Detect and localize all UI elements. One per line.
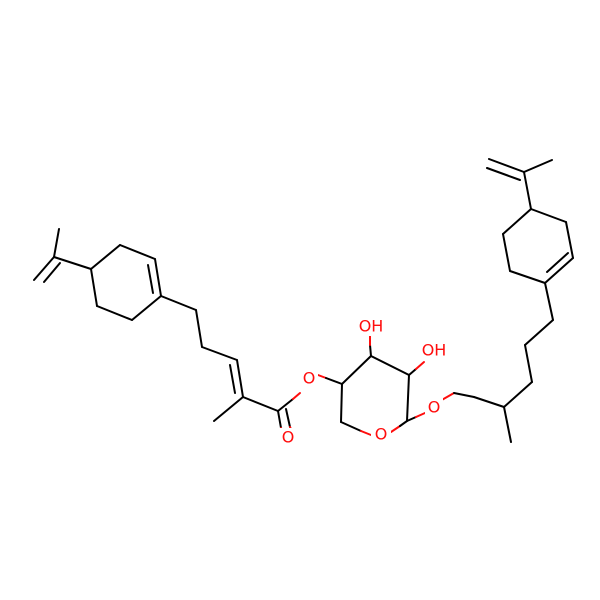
bond: [565, 221, 574, 259]
bond: [160, 295, 197, 311]
bond: [390, 425, 401, 433]
bond: [340, 383, 343, 423]
bond: [43, 262, 61, 283]
bond: [503, 381, 533, 408]
label-background: [279, 428, 297, 446]
bond: [147, 264, 154, 294]
bond: [236, 359, 244, 398]
bond: [406, 374, 410, 422]
bond: [546, 252, 569, 273]
bond: [486, 167, 521, 181]
bond: [285, 408, 291, 428]
label-background: [300, 369, 318, 387]
bond: [415, 361, 425, 370]
bond: [502, 208, 532, 235]
bond: [292, 392, 301, 400]
left-chain: [160, 295, 279, 422]
bond: [523, 171, 532, 210]
bond: [360, 430, 372, 436]
bond: [406, 416, 417, 422]
left-isopropenyl: [33, 228, 92, 283]
bond: [399, 420, 408, 427]
bond: [415, 412, 426, 418]
bond: [201, 346, 238, 361]
right-isopropenyl: [486, 158, 553, 210]
bond: [96, 305, 133, 321]
bond: [524, 344, 533, 383]
label-background: [358, 316, 386, 336]
left-cyclohexene-ring: [90, 244, 162, 321]
bond: [370, 355, 410, 376]
carbonyl-oxygen-label: O: [282, 428, 295, 447]
right-chain: [406, 282, 554, 443]
bond: [53, 256, 92, 270]
bond: [340, 421, 362, 432]
label-background: [420, 340, 450, 360]
bond: [90, 244, 121, 270]
bond: [317, 374, 327, 379]
bond: [341, 355, 372, 385]
bond: [369, 344, 372, 357]
bond: [90, 268, 98, 307]
hydroxyl-bonds: [369, 335, 425, 376]
bond: [213, 396, 244, 422]
bond: [544, 282, 554, 321]
ether-oxygen-label: O: [428, 398, 441, 417]
bond: [33, 256, 55, 281]
bond: [277, 410, 282, 429]
atom-labels: O O O O OH OH: [279, 316, 450, 447]
bond: [119, 244, 156, 260]
bond: [131, 295, 162, 321]
hydroxyl-right-label: OH: [422, 341, 447, 360]
label-background: [371, 425, 391, 443]
bond: [530, 208, 567, 223]
bond: [524, 319, 554, 346]
bond: [154, 258, 162, 297]
hydroxyl-left-label: OH: [359, 317, 384, 336]
ring-oxygen-label: O: [375, 425, 388, 444]
bond: [277, 398, 294, 412]
bond: [242, 396, 279, 412]
bond: [523, 159, 553, 173]
bond: [53, 228, 60, 258]
label-background: [425, 398, 443, 416]
bond: [503, 406, 512, 443]
bond: [229, 364, 236, 394]
right-cyclohexene-ring: [502, 208, 574, 284]
bond: [408, 368, 417, 376]
pyranose-ring: [340, 355, 410, 436]
bond: [544, 257, 574, 284]
ester-oxygen-label: O: [303, 369, 316, 388]
bond: [488, 158, 525, 173]
bond: [473, 396, 505, 408]
bond: [453, 392, 475, 398]
bond: [325, 377, 343, 385]
bond: [509, 270, 546, 284]
bond: [195, 309, 203, 348]
bond: [502, 233, 511, 272]
